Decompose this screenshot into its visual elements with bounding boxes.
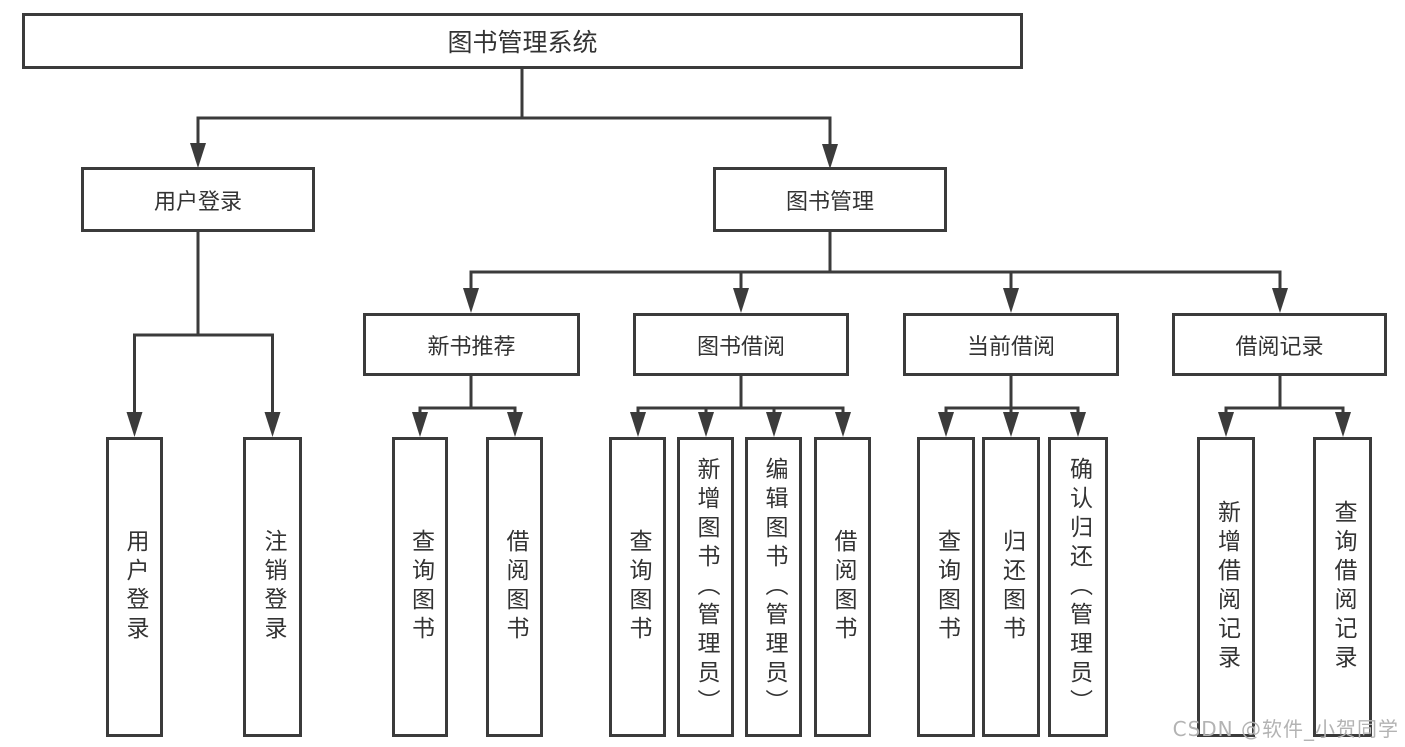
- node-book-borrowing: 图书借阅: [633, 313, 849, 376]
- node-user-login: 用户登录: [81, 167, 315, 232]
- leaf-current-return-books-label: 归还图书: [998, 529, 1025, 645]
- leaf-records-query-record: 查询借阅记录: [1313, 437, 1372, 737]
- leaf-borrow-query-books-label: 查询图书: [625, 529, 651, 645]
- leaf-records-add-record-label: 新增借阅记录: [1213, 500, 1240, 674]
- node-new-book-recommendation-label: 新书推荐: [427, 334, 516, 360]
- leaf-current-confirm-return-admin-label: 确认归还（管理员）: [1065, 456, 1092, 718]
- leaf-current-return-books: 归还图书: [982, 437, 1040, 737]
- leaf-borrow-edit-books-admin: 编辑图书（管理员）: [745, 437, 802, 737]
- leaf-borrow-add-books-admin-label: 新增图书（管理员）: [693, 456, 719, 718]
- node-current-borrowing-label: 当前借阅: [966, 334, 1055, 360]
- node-current-borrowing: 当前借阅: [903, 313, 1119, 376]
- node-borrowing-records: 借阅记录: [1172, 313, 1387, 376]
- leaf-logout-label: 注销登录: [260, 529, 286, 645]
- leaf-records-query-record-label: 查询借阅记录: [1330, 500, 1356, 674]
- node-root: 图书管理系统: [22, 13, 1023, 69]
- node-new-book-recommendation: 新书推荐: [363, 313, 580, 376]
- leaf-current-query-books-label: 查询图书: [933, 529, 960, 645]
- leaf-current-confirm-return-admin: 确认归还（管理员）: [1048, 437, 1108, 737]
- leaf-user-login: 用户登录: [106, 437, 163, 737]
- node-book-management-label: 图书管理: [785, 189, 874, 215]
- leaf-logout: 注销登录: [243, 437, 302, 737]
- node-book-management: 图书管理: [713, 167, 947, 232]
- leaf-recommend-borrow-books-label: 借阅图书: [502, 529, 528, 645]
- leaf-borrow-add-books-admin: 新增图书（管理员）: [677, 437, 734, 737]
- leaf-recommend-query-books: 查询图书: [392, 437, 448, 737]
- watermark: CSDN @软件_小贺同学: [1172, 717, 1399, 741]
- leaf-user-login-label: 用户登录: [122, 529, 148, 645]
- node-user-login-label: 用户登录: [153, 189, 242, 215]
- leaf-current-query-books: 查询图书: [917, 437, 975, 737]
- node-root-label: 图书管理系统: [447, 28, 598, 57]
- node-borrowing-records-label: 借阅记录: [1235, 334, 1324, 360]
- leaf-borrow-edit-books-admin-label: 编辑图书（管理员）: [761, 456, 787, 718]
- leaf-borrow-borrow-books-label: 借阅图书: [830, 529, 856, 645]
- leaf-recommend-query-books-label: 查询图书: [407, 529, 434, 645]
- arrowheads: [126, 143, 1351, 437]
- leaf-borrow-query-books: 查询图书: [609, 437, 666, 737]
- leaf-borrow-borrow-books: 借阅图书: [814, 437, 871, 737]
- node-book-borrowing-label: 图书借阅: [696, 334, 785, 360]
- leaf-recommend-borrow-books: 借阅图书: [486, 437, 543, 737]
- leaf-records-add-record: 新增借阅记录: [1197, 437, 1255, 737]
